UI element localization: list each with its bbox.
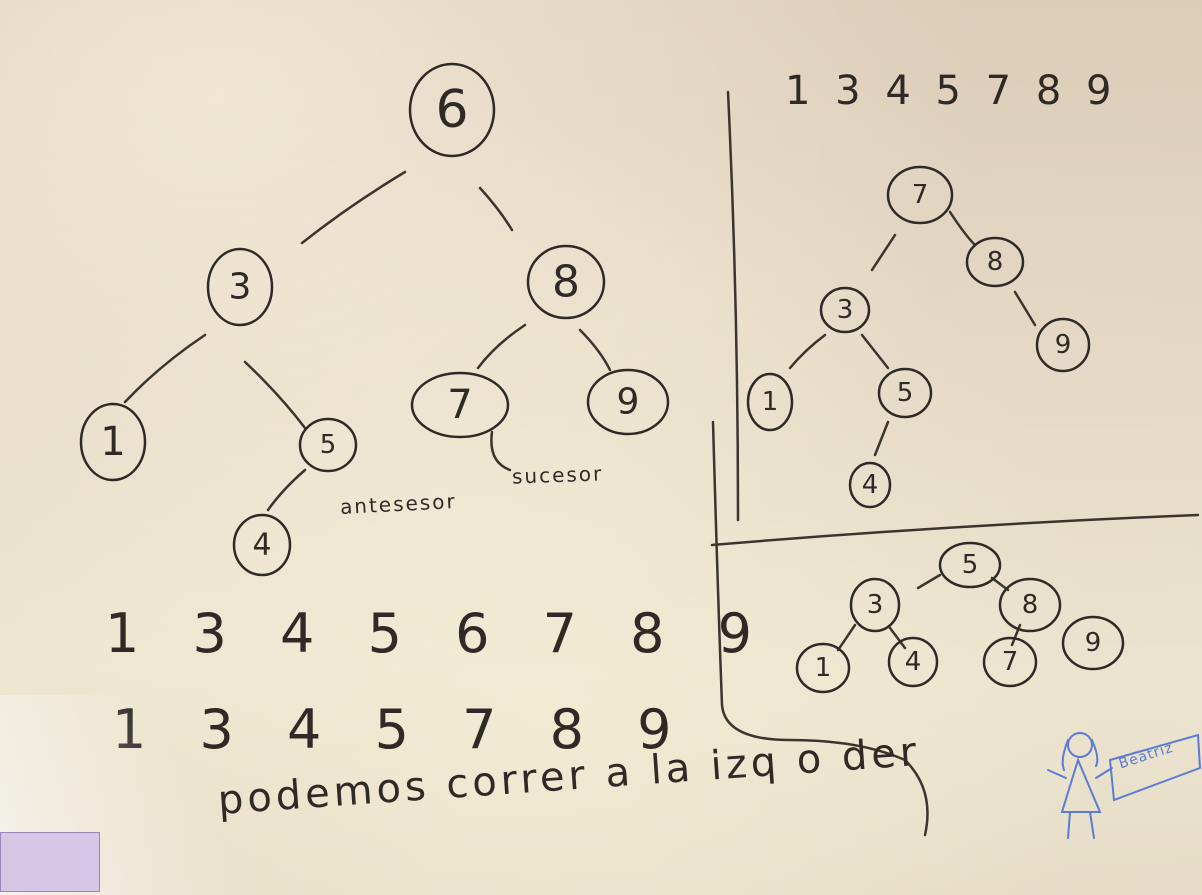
divider-horizontal — [710, 513, 1200, 547]
node-label: 5 — [897, 378, 914, 408]
node-circle — [849, 577, 901, 633]
tree-node-n9: 9 — [586, 368, 670, 436]
tree-node-b1: 1 — [795, 642, 851, 694]
node-circle — [848, 461, 892, 509]
tree-node-n3: 3 — [206, 247, 274, 327]
edge-a7-a8 — [948, 210, 977, 247]
node-circle — [795, 642, 851, 694]
node-circle — [887, 636, 939, 688]
tree-node-n6: 6 — [408, 62, 496, 158]
node-circle — [79, 402, 147, 482]
node-label: 4 — [252, 528, 271, 563]
stick-figure-doodle — [1047, 732, 1202, 839]
edge-8-9 — [578, 328, 612, 372]
tree-node-b5: 5 — [938, 541, 1002, 589]
node-circle — [998, 577, 1062, 633]
tree-node-a7: 7 — [886, 165, 954, 225]
node-circle — [526, 244, 606, 320]
edge-6-8 — [478, 186, 514, 232]
node-label: 4 — [862, 470, 879, 500]
node-label: 3 — [837, 295, 854, 325]
edge-a7-a3 — [870, 233, 897, 272]
successor-annotation: sucesor — [511, 461, 604, 489]
node-circle — [408, 62, 496, 158]
tree-node-n5: 5 — [298, 417, 358, 473]
tree-node-b7: 7 — [982, 636, 1038, 688]
divider-vertical-top — [726, 90, 740, 522]
node-label: 9 — [1055, 330, 1072, 360]
node-label: 1 — [100, 419, 125, 465]
node-circle — [819, 286, 871, 334]
node-label: 8 — [987, 247, 1004, 277]
node-circle — [982, 636, 1038, 688]
tree-node-n7: 7 — [410, 371, 510, 439]
node-circle — [746, 372, 794, 432]
edge-b5-b3 — [916, 573, 942, 590]
tree-node-n4: 4 — [232, 513, 292, 577]
node-circle — [206, 247, 274, 327]
tree-node-b8: 8 — [998, 577, 1062, 633]
node-label: 9 — [1085, 628, 1102, 658]
tree-node-b9: 9 — [1061, 615, 1125, 671]
node-label: 3 — [229, 267, 252, 308]
tree-node-a1: 1 — [746, 372, 794, 432]
edge-3-5 — [243, 360, 307, 430]
node-circle — [586, 368, 670, 436]
node-label: 8 — [1022, 590, 1039, 620]
edge-a8-a9 — [1013, 290, 1037, 327]
sequence-bottom-first: 1 3 4 5 6 7 8 9 — [105, 602, 771, 665]
node-label: 9 — [617, 382, 640, 423]
tree-node-b4: 4 — [887, 636, 939, 688]
node-label: 7 — [1002, 647, 1019, 677]
node-label: 7 — [912, 180, 929, 210]
edge-3-1 — [123, 333, 207, 404]
node-circle — [1061, 615, 1125, 671]
node-circle — [965, 236, 1025, 288]
sticker-note — [0, 832, 100, 892]
tree-node-a8: 8 — [965, 236, 1025, 288]
node-circle — [886, 165, 954, 225]
node-label: 1 — [815, 653, 832, 683]
tree-node-a5: 5 — [877, 367, 933, 419]
node-label: 8 — [552, 257, 580, 308]
edge-6-3 — [300, 170, 407, 245]
node-label: 3 — [867, 590, 884, 620]
tree-node-n1: 1 — [79, 402, 147, 482]
sequence-top-right: 1 3 4 5 7 8 9 — [785, 68, 1118, 114]
edge-b3-b1 — [836, 623, 857, 652]
edge-a5-a4 — [873, 420, 890, 457]
tree-node-a4: 4 — [848, 461, 892, 509]
node-label: 7 — [447, 382, 472, 428]
node-label: 1 — [762, 387, 779, 417]
node-circle — [938, 541, 1002, 589]
edge-b3-b4 — [888, 626, 907, 650]
edge-a3-a1 — [788, 333, 827, 370]
node-label: 5 — [962, 550, 979, 580]
node-circle — [232, 513, 292, 577]
node-circle — [410, 371, 510, 439]
edge-8-7 — [476, 323, 527, 370]
tree-node-a3: 3 — [819, 286, 871, 334]
edge-5-4 — [266, 468, 307, 512]
successor-arrow — [490, 430, 512, 472]
node-circle — [1035, 317, 1091, 373]
node-circle — [298, 417, 358, 473]
edge-b5-b8 — [990, 576, 1010, 592]
node-circle — [877, 367, 933, 419]
tree-node-a9: 9 — [1035, 317, 1091, 373]
node-label: 6 — [435, 80, 468, 140]
node-label: 4 — [905, 647, 922, 677]
tree-node-b3: 3 — [849, 577, 901, 633]
sticker-note-title — [4, 835, 96, 844]
node-label: 5 — [320, 430, 337, 460]
divider-vertical-bottom — [711, 420, 929, 837]
edge-a3-a5 — [860, 333, 890, 370]
tree-node-n8: 8 — [526, 244, 606, 320]
